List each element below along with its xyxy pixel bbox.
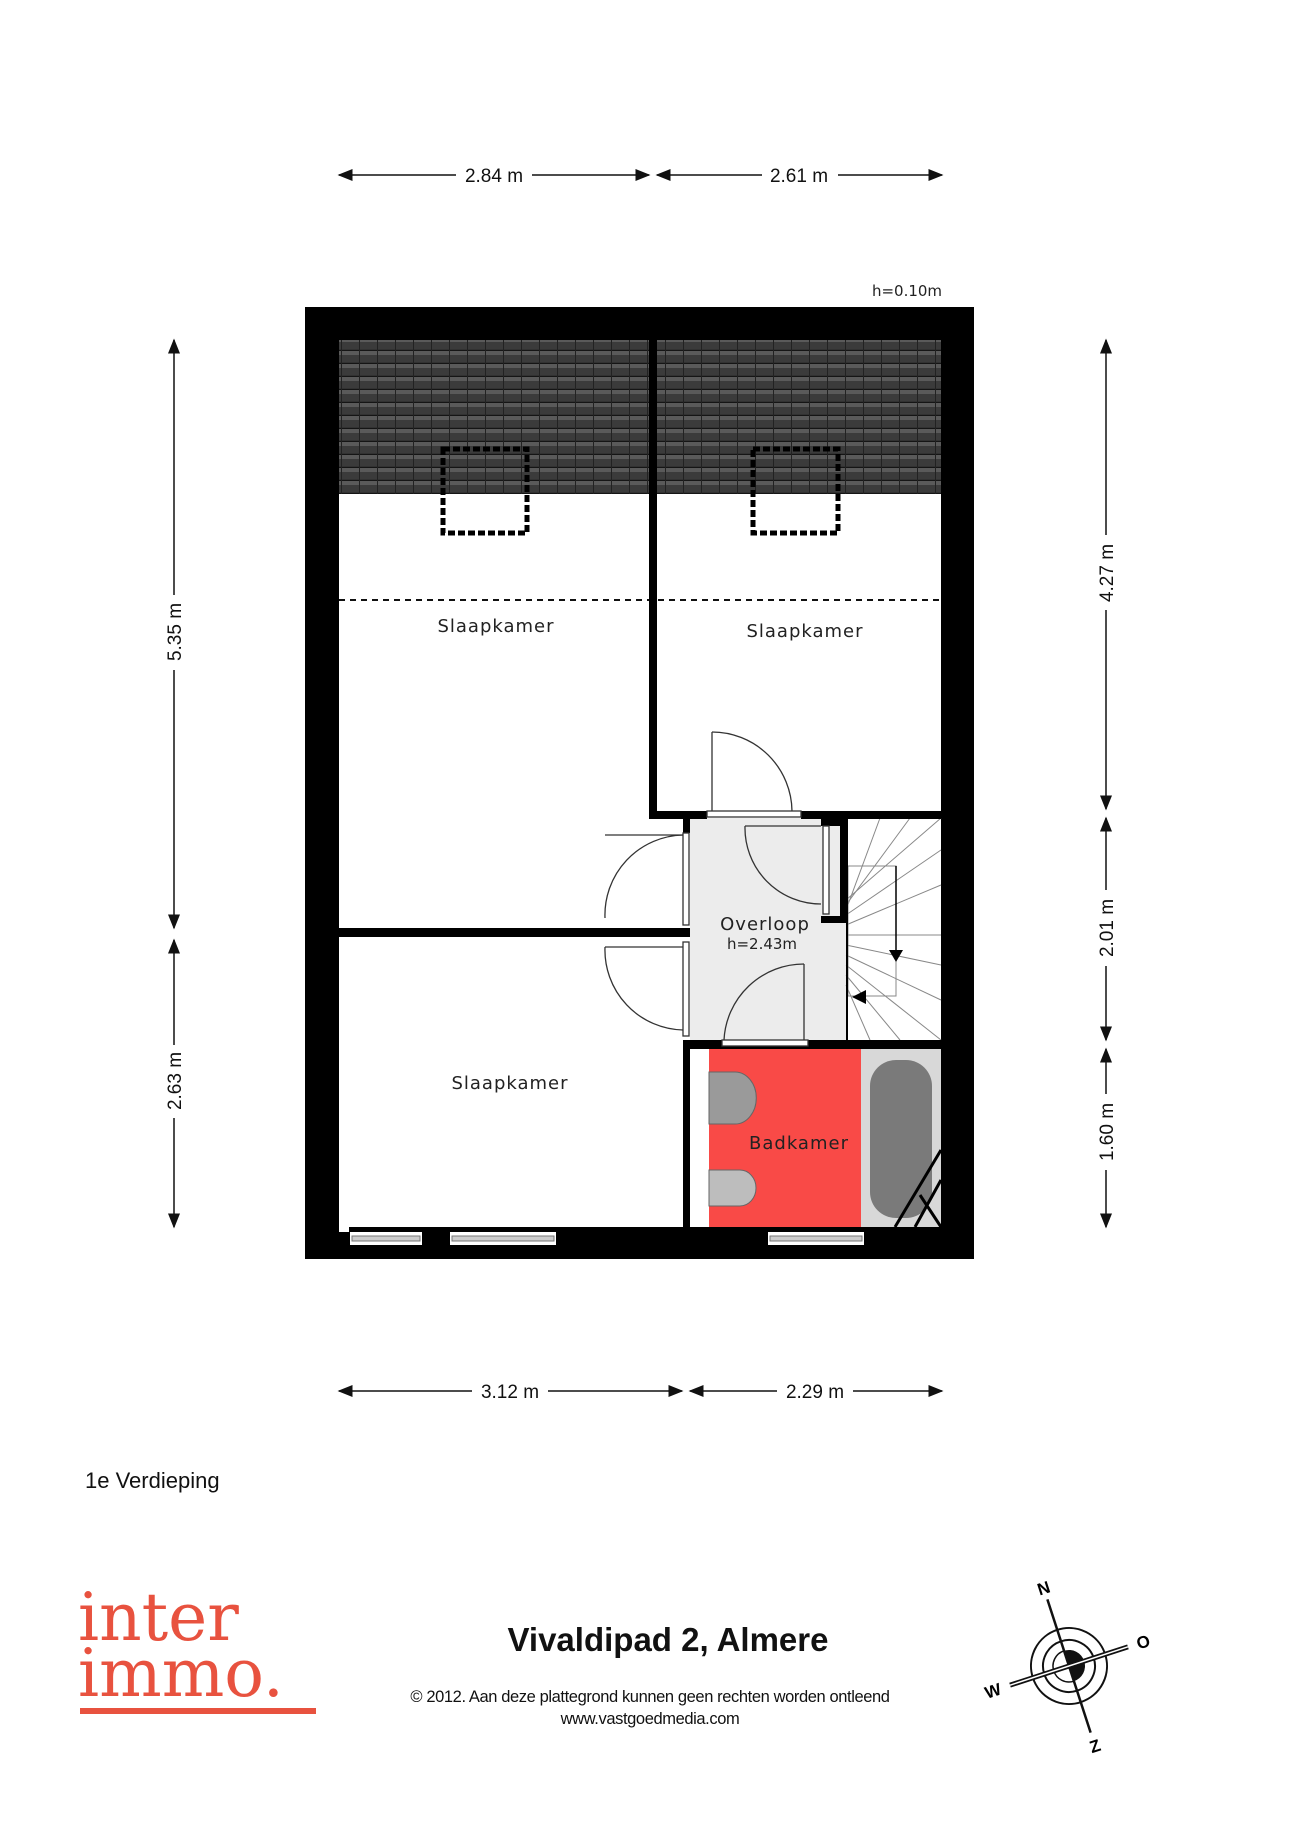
- dimension-left: 5.35 m 2.63 m: [165, 338, 186, 1229]
- dimension-label: 1.60 m: [1097, 1103, 1118, 1161]
- dimension-label: 3.12 m: [481, 1382, 539, 1403]
- sink-icon: [708, 1071, 757, 1125]
- dimension-label: 2.84 m: [465, 166, 523, 187]
- landing-floor: [690, 818, 846, 1040]
- address-title: Vivaldipad 2, Almere: [507, 1621, 829, 1658]
- dimension-label: 2.61 m: [770, 166, 828, 187]
- dimension-label: 2.01 m: [1097, 899, 1118, 957]
- interior-wall: [339, 928, 690, 937]
- room-label-bedroom: Slaapkamer: [451, 1073, 568, 1094]
- window: [339, 1227, 864, 1245]
- staircase: [845, 817, 942, 1041]
- dimension-label: 2.29 m: [786, 1382, 844, 1403]
- interior-wall: [649, 340, 657, 818]
- room-label-bedroom: Slaapkamer: [746, 621, 863, 642]
- compass-north: N: [1035, 1578, 1053, 1600]
- logo-line2: immo.: [78, 1635, 284, 1712]
- dimension-top: 2.84 m 2.61 m: [337, 166, 944, 187]
- room-label-bedroom: Slaapkamer: [437, 616, 554, 637]
- roof-height-label: h=0.10m: [872, 282, 942, 300]
- copyright-notice: © 2012. Aan deze plattegrond kunnen geen…: [410, 1688, 890, 1706]
- intermmo-logo: inter immo.: [78, 1579, 316, 1714]
- dimension-label: 5.35 m: [165, 603, 186, 661]
- logo-line1: inter: [78, 1579, 239, 1656]
- dimension-label: 4.27 m: [1097, 544, 1118, 602]
- toilet-icon: [708, 1169, 757, 1207]
- room-label-landing: Overloop: [720, 914, 810, 935]
- bathtub-basin: [870, 1060, 932, 1218]
- floor-label: 1e Verdieping: [85, 1468, 220, 1493]
- website-link[interactable]: www.vastgoedmedia.com: [560, 1710, 740, 1728]
- compass-east: O: [1134, 1631, 1152, 1653]
- compass-west: W: [983, 1679, 1005, 1702]
- compass-south: Z: [1087, 1736, 1103, 1757]
- door: [604, 731, 830, 1047]
- compass-icon: N O Z W: [983, 1578, 1153, 1757]
- roof-tiles: [657, 340, 941, 494]
- roof-tiles: [339, 340, 649, 494]
- dimension-right: 4.27 m 2.01 m 1.60 m: [1097, 338, 1118, 1229]
- landing-height-label: h=2.43m: [727, 935, 797, 953]
- dimension-label: 2.63 m: [165, 1052, 186, 1110]
- dimension-bottom: 3.12 m 2.29 m: [337, 1382, 944, 1403]
- room-label-bathroom: Badkamer: [749, 1133, 849, 1154]
